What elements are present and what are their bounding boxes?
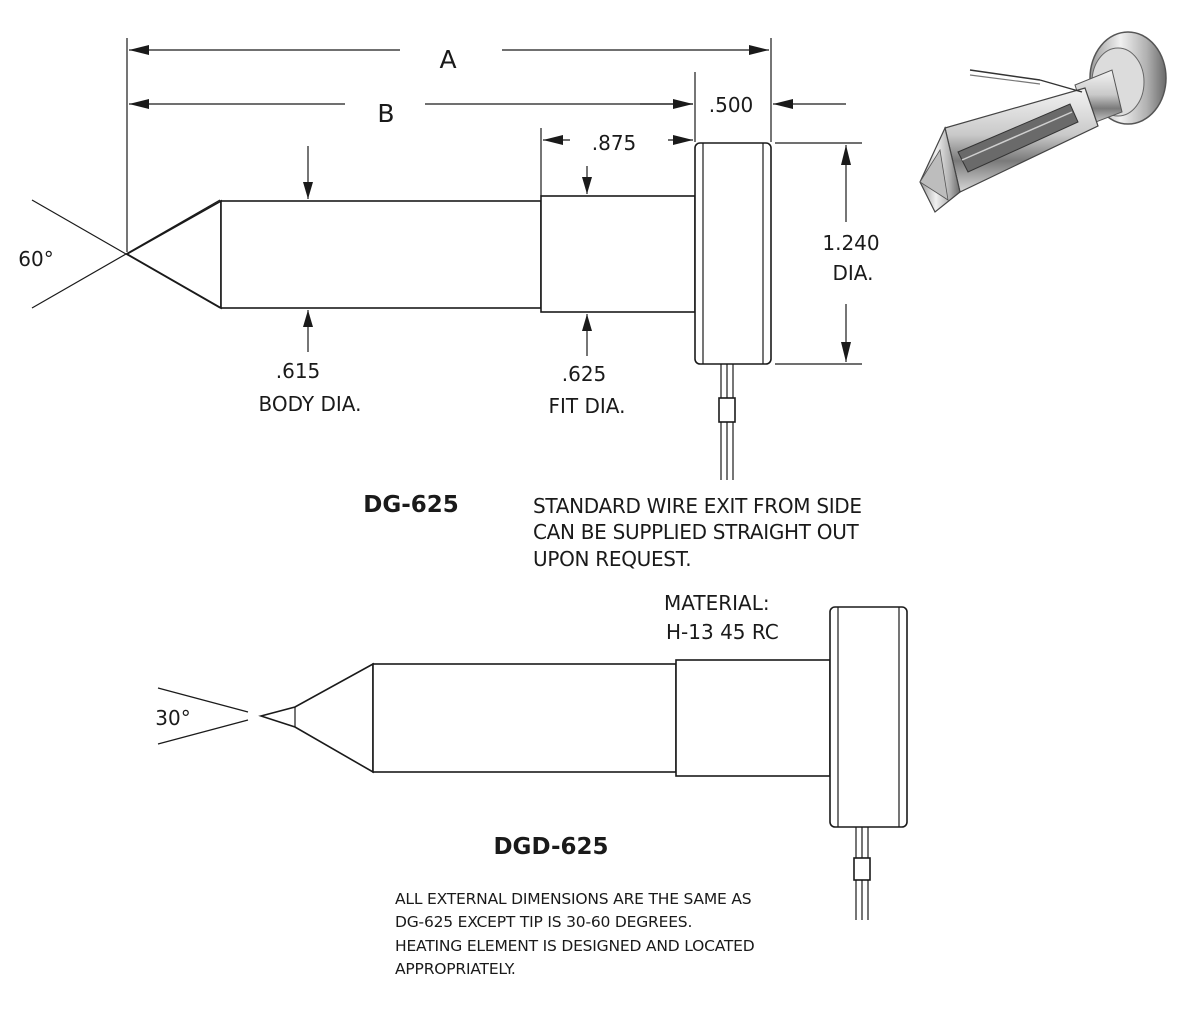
material-value: H-13 45 RC: [666, 620, 779, 644]
body-dia-arrows: [303, 146, 313, 352]
dgd625-fit-section: [675, 659, 831, 777]
dgd625-tip-cone: [258, 662, 374, 774]
fit-dia-value: .625: [562, 362, 607, 386]
dgd625-note-line-3: HEATING ELEMENT IS DESIGNED AND LOCATED: [395, 937, 755, 955]
dgd625-note-line-1: ALL EXTERNAL DIMENSIONS ARE THE SAME AS: [395, 890, 751, 908]
body-section: [220, 200, 542, 309]
dgd625-wire-leads: [853, 827, 871, 920]
head-flange: [694, 142, 772, 365]
body-dia-label: BODY DIA.: [259, 392, 362, 416]
dgd625-tip-angle-label: 30°: [155, 706, 190, 730]
tip-cone: [125, 199, 222, 310]
dimension-fit-length: .875: [543, 131, 693, 155]
tip-angle-label: 60°: [18, 247, 53, 271]
wire-note-line-2: CAN BE SUPPLIED STRAIGHT OUT: [533, 520, 860, 544]
dgd625-part-outline: [258, 606, 908, 828]
dimension-fit-length-label: .875: [592, 131, 637, 155]
wire-note-line-1: STANDARD WIRE EXIT FROM SIDE: [533, 494, 862, 518]
dgd625-note: ALL EXTERNAL DIMENSIONS ARE THE SAME AS …: [395, 890, 755, 978]
dgd625-head-flange: [829, 606, 908, 828]
head-dia-unit: DIA.: [833, 261, 874, 285]
dg625-drawing: A B .500 .875 60°: [18, 38, 880, 571]
dgd625-body-section: [372, 663, 677, 773]
wire-exit-note: STANDARD WIRE EXIT FROM SIDE CAN BE SUPP…: [533, 494, 862, 571]
probe-3d-render: [919, 31, 1167, 213]
head-dia-value: 1.240: [822, 231, 879, 255]
material-callout: MATERIAL: H-13 45 RC: [664, 591, 779, 644]
dimension-b: B: [129, 99, 693, 128]
fit-dia-label: FIT DIA.: [549, 394, 626, 418]
material-label: MATERIAL:: [664, 591, 770, 615]
fit-section: [540, 195, 696, 313]
dimension-head-length: .500: [640, 93, 846, 117]
dg625-model-label: DG-625: [363, 492, 459, 518]
dgd625-note-line-4: APPROPRIATELY.: [395, 960, 516, 978]
dgd625-tip-angle-marks: 30°: [155, 687, 249, 745]
dgd625-wire-sleeve: [853, 857, 871, 881]
dgd625-note-line-2: DG-625 EXCEPT TIP IS 30-60 DEGREES.: [395, 913, 692, 931]
dgd625-drawing: 30° DGD-625 ALL EXTERNAL DIMENSIONS ARE …: [155, 606, 908, 978]
wire-note-line-3: UPON REQUEST.: [533, 547, 691, 571]
dgd625-model-label: DGD-625: [493, 834, 608, 860]
dimension-head-length-label: .500: [709, 93, 754, 117]
dimension-a: A: [129, 45, 769, 74]
fit-dia-arrows: [582, 166, 592, 356]
dimension-b-label: B: [377, 99, 394, 128]
dg625-wire-leads: [718, 364, 736, 480]
dimension-a-label: A: [439, 45, 456, 74]
wire-sleeve: [718, 397, 736, 423]
head-dia-dimension: 1.240 DIA.: [775, 142, 880, 365]
dg625-part-outline: [125, 142, 772, 365]
body-dia-value: .615: [276, 359, 321, 383]
